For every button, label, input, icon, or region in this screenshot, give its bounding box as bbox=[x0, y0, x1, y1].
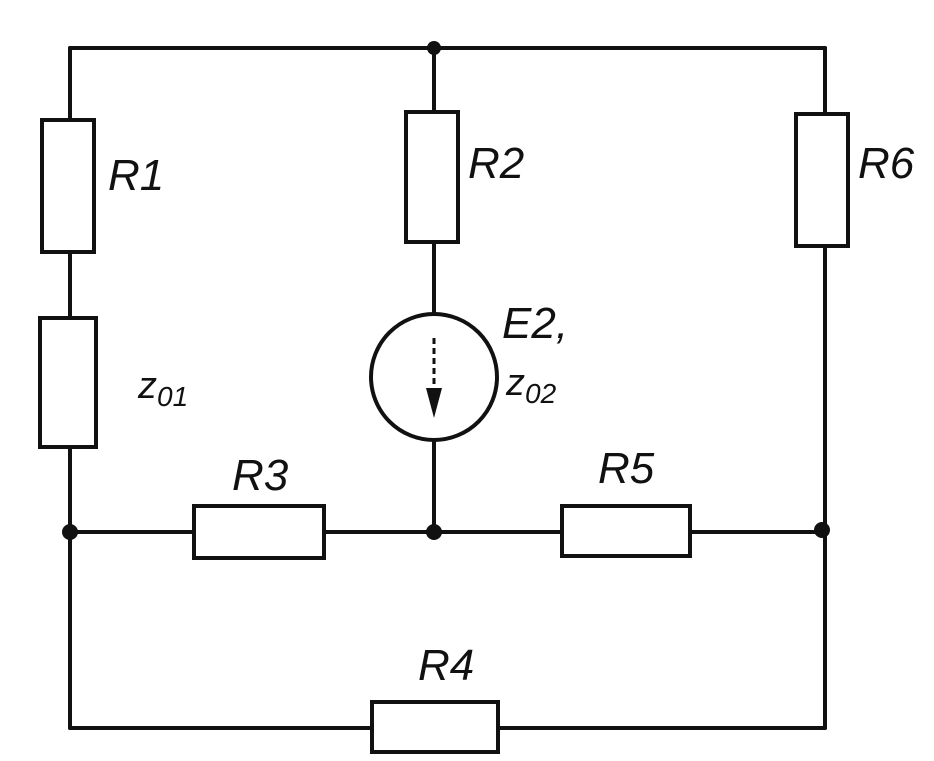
label-r02-main: z bbox=[505, 362, 525, 404]
source-circle bbox=[369, 312, 499, 442]
label-r1: R1 bbox=[108, 151, 164, 200]
source-arrow-head bbox=[426, 388, 442, 418]
label-r2: R2 bbox=[468, 139, 524, 188]
node-right bbox=[814, 522, 830, 538]
label-r02-sub: 02 bbox=[525, 378, 557, 409]
resistor-r01 bbox=[38, 316, 98, 449]
resistor-r6 bbox=[794, 112, 850, 248]
label-r01-sub: 01 bbox=[157, 381, 188, 412]
label-r01-main: z bbox=[137, 365, 157, 407]
resistor-r3 bbox=[192, 504, 326, 560]
wires bbox=[68, 46, 827, 730]
label-r6: R6 bbox=[858, 139, 915, 188]
resistor-r1 bbox=[40, 118, 96, 254]
node-center bbox=[426, 524, 442, 540]
node-left bbox=[62, 524, 78, 540]
resistor-r4 bbox=[370, 700, 500, 754]
label-r3: R3 bbox=[232, 451, 289, 500]
resistor-r2 bbox=[404, 110, 460, 244]
label-e2: E2, bbox=[502, 299, 568, 348]
node-top-middle bbox=[427, 41, 441, 55]
source-e2 bbox=[369, 312, 499, 442]
label-r4: R4 bbox=[418, 641, 474, 690]
resistor-r5 bbox=[560, 504, 692, 558]
label-r01: z01 bbox=[137, 365, 188, 412]
label-r5: R5 bbox=[598, 444, 655, 493]
label-r02: z02 bbox=[505, 362, 557, 409]
